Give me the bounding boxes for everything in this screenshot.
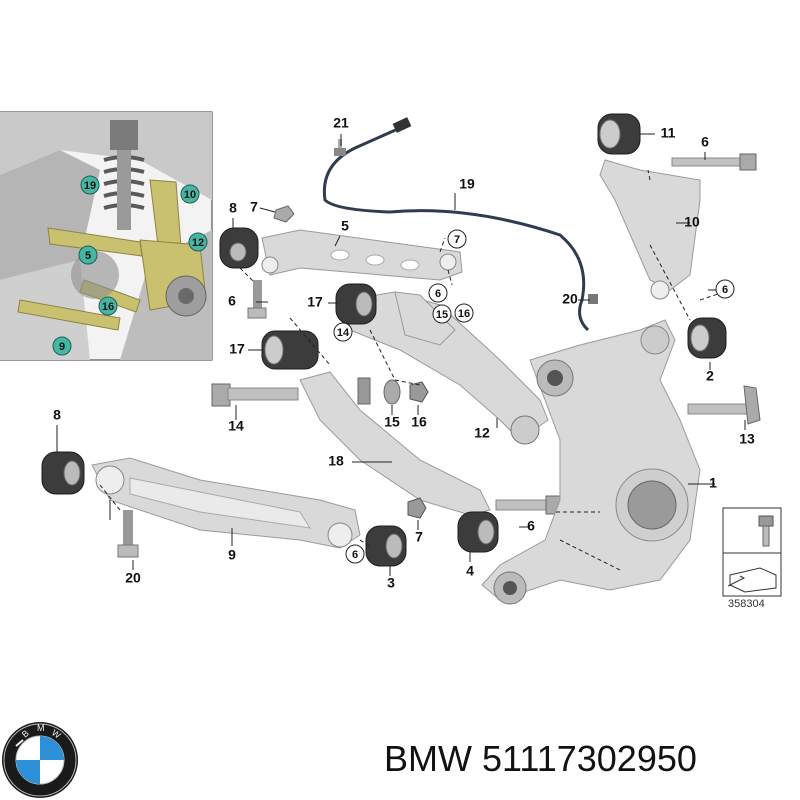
callout-19: 19 xyxy=(459,176,475,192)
callout-18: 18 xyxy=(328,453,344,469)
callout-2: 2 xyxy=(706,368,714,384)
svg-text:6: 6 xyxy=(722,284,728,296)
control-arm-5 xyxy=(261,229,463,281)
callout-21: 21 xyxy=(333,115,349,131)
svg-text:19: 19 xyxy=(84,180,96,192)
inset-callout-5: 5 xyxy=(78,245,98,265)
svg-text:5: 5 xyxy=(85,250,91,262)
bushing-11 xyxy=(597,113,641,155)
svg-text:15: 15 xyxy=(436,309,448,321)
inset-callout-9: 9 xyxy=(52,336,72,356)
callout-13: 13 xyxy=(739,431,755,447)
callout-7-lower: 7 xyxy=(415,529,423,545)
part-number: 51117302950 xyxy=(482,738,697,779)
callout-16: 16 xyxy=(411,414,427,430)
bushing-3 xyxy=(365,525,407,567)
bushing-8-lower xyxy=(41,451,85,495)
callout-7-circled: 7 xyxy=(447,229,467,249)
callout-11: 11 xyxy=(661,125,676,141)
callout-8: 8 xyxy=(229,200,237,216)
control-arm-18 xyxy=(299,371,491,516)
bushing-17-lower xyxy=(261,330,319,370)
bushing-8-upper xyxy=(219,227,259,269)
callout-10: 10 xyxy=(684,214,700,230)
callout-12: 12 xyxy=(474,425,490,441)
brand-name: BMW xyxy=(384,738,472,779)
wheel-carrier-1 xyxy=(481,319,701,605)
callout-6-left: 6 xyxy=(228,293,236,309)
inset-callout-16: 16 xyxy=(98,296,118,316)
bushing-4 xyxy=(457,511,499,553)
svg-text:9: 9 xyxy=(59,341,65,353)
callout-6-lower: 6 xyxy=(527,518,535,534)
callout-numbers: 21 19 11 6 10 8 7 5 7 6 6 20 17 14 6 15 … xyxy=(53,115,755,591)
callout-16-circled: 16 xyxy=(454,303,474,323)
bolt-14 xyxy=(211,383,299,407)
callout-1: 1 xyxy=(709,475,717,491)
inset-callout-10: 10 xyxy=(180,184,200,204)
callout-9: 9 xyxy=(228,547,236,563)
bushing-17-upper xyxy=(335,283,377,325)
brand-part-number: BMW 51117302950 xyxy=(384,738,697,780)
callout-6-circled: 6 xyxy=(428,283,448,303)
callout-20: 20 xyxy=(562,291,578,307)
callout-15-circled: 15 xyxy=(432,304,452,324)
svg-text:16: 16 xyxy=(458,308,470,320)
callout-5: 5 xyxy=(341,218,349,234)
callout-17-upper: 17 xyxy=(307,294,323,310)
bushing-2 xyxy=(687,317,727,359)
callout-8-lower: 8 xyxy=(53,407,61,423)
callout-6-bottom: 20 xyxy=(125,570,141,586)
svg-text:7: 7 xyxy=(454,234,460,246)
svg-text:12: 12 xyxy=(192,237,204,249)
inset-view: 19 10 5 12 16 9 xyxy=(0,111,213,361)
svg-text:16: 16 xyxy=(102,301,114,313)
callout-7: 7 xyxy=(250,199,258,215)
svg-text:6: 6 xyxy=(435,288,441,300)
callout-17-lower: 17 xyxy=(229,341,245,357)
callout-15: 15 xyxy=(384,414,400,430)
svg-text:14: 14 xyxy=(337,327,350,339)
svg-text:M: M xyxy=(37,723,45,733)
callout-6-circled-2: 6 xyxy=(715,279,735,299)
control-arm-10 xyxy=(599,159,701,291)
callout-14: 14 xyxy=(228,418,244,434)
svg-text:6: 6 xyxy=(352,549,358,561)
callout-3: 3 xyxy=(387,575,395,591)
inset-callout-12: 12 xyxy=(188,232,208,252)
callout-6: 6 xyxy=(701,134,709,150)
callout-14-circled: 14 xyxy=(333,322,353,342)
diagram-reference-number: 358304 xyxy=(728,598,765,610)
inset-callout-19: 19 xyxy=(80,175,100,195)
bmw-roundel-icon: B M W xyxy=(2,722,78,798)
svg-text:B: B xyxy=(20,728,31,740)
callout-4: 4 xyxy=(466,563,474,579)
svg-text:10: 10 xyxy=(184,189,196,201)
fastener-detail-box xyxy=(722,507,782,597)
callout-6-circled-3: 6 xyxy=(345,544,365,564)
bolt-13 xyxy=(687,385,761,425)
